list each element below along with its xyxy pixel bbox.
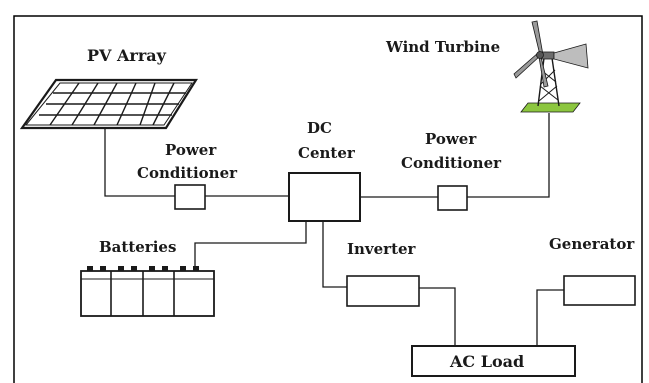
power-conditioner-left-label-line1: Power [165, 141, 217, 159]
power-conditioner-right-label-line2: Conditioner [401, 154, 502, 172]
power-conditioner-left-box [174, 184, 206, 210]
dc-center-label-line2: Center [298, 144, 356, 162]
wind-turbine-icon [513, 20, 589, 113]
wire-conditioner-to-wind [467, 113, 550, 198]
power-conditioner-right-label-line1: Power [425, 130, 477, 148]
ac-load-box [411, 345, 576, 377]
wire-dc-center-to-batteries [194, 221, 307, 268]
batteries-icon [80, 266, 215, 317]
inverter-box [346, 275, 420, 307]
generator-box [563, 275, 636, 306]
pv-array-panel [19, 78, 198, 130]
wire-generator-to-ac-load [536, 289, 564, 346]
ac-load-label: AC Load [449, 352, 524, 371]
power-conditioner-left-label-line2: Conditioner [137, 164, 238, 182]
power-conditioner-right-box [437, 185, 468, 211]
wire-pv-to-conditioner [104, 128, 175, 197]
pv-array-label: PV Array [87, 46, 167, 65]
wire-dc-center-to-inverter [322, 221, 347, 288]
dc-center-box [288, 172, 361, 222]
wind-turbine-label: Wind Turbine [385, 38, 500, 56]
dc-center-label-line1: DC [307, 119, 332, 137]
batteries-label: Batteries [99, 238, 176, 256]
inverter-label: Inverter [347, 240, 417, 258]
wire-inverter-to-ac-load [419, 287, 456, 346]
diagram-frame [13, 15, 643, 383]
generator-label: Generator [549, 235, 635, 253]
